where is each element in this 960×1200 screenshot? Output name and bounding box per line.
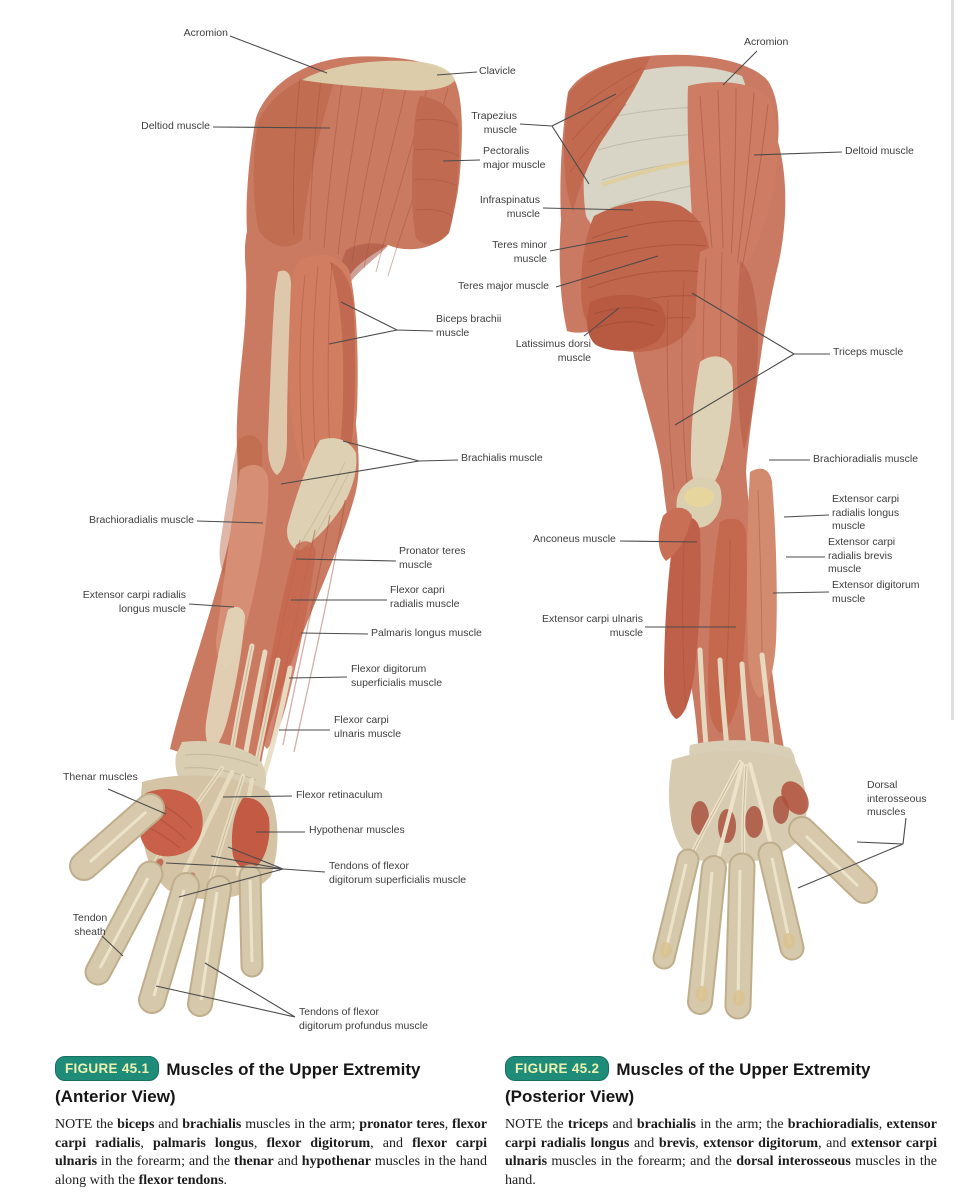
figure-45-2-title: Muscles of the Upper Extremity: [616, 1060, 871, 1079]
figure-45-1-heading: FIGURE 45.1 Muscles of the Upper Extremit…: [55, 1056, 487, 1082]
label-extensor-digitorum: Extensor digitorum muscle: [832, 579, 920, 605]
label-palmaris-longus: Palmaris longus muscle: [371, 627, 482, 639]
figure-45-1-caption: FIGURE 45.1 Muscles of the Upper Extremit…: [55, 1056, 487, 1190]
figure-45-2-badge: FIGURE 45.2: [505, 1056, 610, 1081]
label-clavicle: Clavicle: [479, 65, 516, 77]
label-anterior-brachioradialis: Brachioradialis muscle: [88, 514, 194, 526]
label-anterior-acromion: Acromion: [183, 27, 228, 39]
label-extensor-carpi-ulnaris: Extensor carpi ulnaris muscle: [542, 613, 643, 639]
label-biceps-brachii: Biceps brachii muscle: [436, 313, 502, 339]
label-anconeus: Anconeus muscle: [533, 533, 616, 545]
label-brachialis: Brachialis muscle: [461, 452, 543, 464]
label-posterior-ecrl: Extensor carpi radialis longus muscle: [832, 493, 900, 532]
label-posterior-deltoid: Deltoid muscle: [845, 145, 914, 157]
scan-edge-artifact: [951, 0, 954, 720]
anterior-arm-illustration: [69, 56, 462, 1017]
label-pectoralis-major: Pectoralis major muscle: [483, 145, 546, 171]
leader-lines: [101, 35, 907, 1018]
label-trapezius: Trapezius muscle: [471, 110, 517, 136]
figure-45-2-subtitle: (Posterior View): [505, 1087, 635, 1106]
figure-45-2-heading: FIGURE 45.2 Muscles of the Upper Extremit…: [505, 1056, 937, 1082]
figure-45-2-caption: FIGURE 45.2 Muscles of the Upper Extremit…: [505, 1056, 937, 1190]
label-posterior-brachioradialis: Brachioradialis muscle: [813, 453, 919, 465]
label-flexor-carpi-radialis: Flexor capri radialis muscle: [390, 584, 460, 610]
figure-45-1-badge: FIGURE 45.1: [55, 1056, 160, 1081]
label-flexor-retinaculum: Flexor retinaculum: [296, 789, 383, 801]
label-flexor-carpi-ulnaris: Flexor carpi ulnaris muscle: [334, 714, 402, 740]
label-ecrb: Extensor carpi radialis brevis muscle: [828, 536, 896, 575]
label-teres-minor: Teres minor muscle: [492, 239, 547, 265]
label-anterior-deltoid: Deltiod muscle: [141, 120, 210, 132]
label-tendons-fdp: Tendons of flexor digitorum profundus mu…: [299, 1006, 428, 1032]
label-hypothenar-muscles: Hypothenar muscles: [309, 824, 405, 836]
figure-45-1-note: NOTE the biceps and brachialis muscles i…: [55, 1117, 488, 1188]
label-posterior-acromion: Acromion: [744, 36, 789, 48]
label-teres-major: Teres major muscle: [458, 280, 550, 292]
label-thenar-muscles: Thenar muscles: [63, 771, 138, 783]
figure-45-1-subtitle: (Anterior View): [55, 1087, 176, 1106]
label-infraspinatus: Infraspinatus muscle: [479, 194, 540, 220]
label-tendon-sheath: Tendon sheath: [72, 912, 108, 938]
label-dorsal-interosseous: Dorsal interosseous muscles: [867, 779, 927, 818]
label-flexor-digitorum-superficialis: Flexor digitorum superficialis muscle: [351, 663, 443, 689]
label-triceps: Triceps muscle: [833, 346, 904, 358]
posterior-arm-illustration: [559, 54, 878, 1020]
label-tendons-fds: Tendons of flexor digitorum superficiali…: [329, 860, 467, 886]
label-latissimus-dorsi: Latissimus dorsi muscle: [515, 338, 591, 364]
figure-45-2-note: NOTE the triceps and brachialis in the a…: [505, 1117, 938, 1188]
label-pronator-teres: Pronator teres muscle: [399, 545, 466, 571]
figure-45-1-title: Muscles of the Upper Extremity: [166, 1060, 421, 1079]
label-anterior-ecrl: Extensor carpi radialis longus muscle: [82, 589, 186, 615]
